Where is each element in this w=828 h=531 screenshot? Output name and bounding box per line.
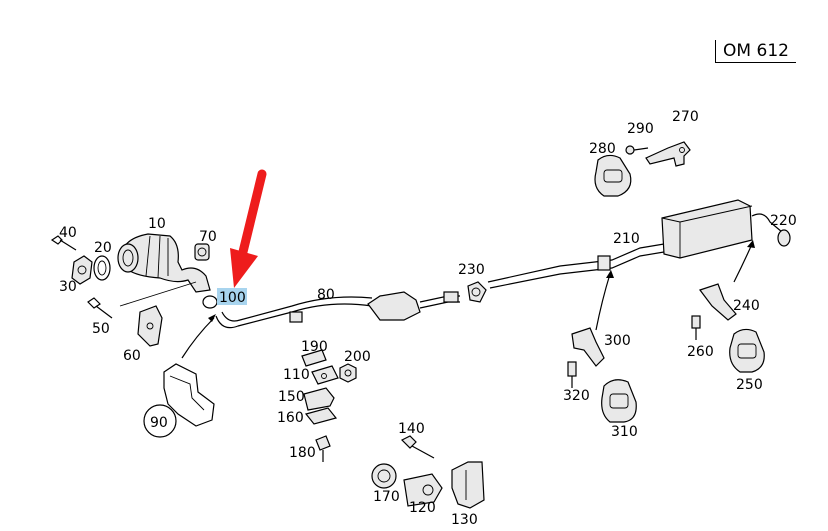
callout-10[interactable]: 10	[148, 216, 166, 232]
callout-120[interactable]: 120	[409, 500, 436, 516]
callout-100[interactable]: 100	[219, 290, 246, 306]
callout-270[interactable]: 270	[672, 109, 699, 125]
engine-model-label: OM 612	[715, 40, 796, 63]
callout-110[interactable]: 110	[283, 367, 310, 383]
callout-30[interactable]: 30	[59, 279, 77, 295]
callout-40[interactable]: 40	[59, 225, 77, 241]
callout-200[interactable]: 200	[344, 349, 371, 365]
front-exhaust-pipe-part[interactable]	[215, 291, 460, 329]
rubber-mount-310-part[interactable]	[601, 379, 637, 423]
callout-260[interactable]: 260	[687, 344, 714, 360]
bolt-50-part[interactable]	[87, 297, 113, 319]
clamp-110-part[interactable]	[311, 365, 339, 385]
callout-140[interactable]: 140	[398, 421, 425, 437]
leader-lines	[181, 240, 755, 359]
intermediate-pipe-210-part[interactable]	[487, 243, 665, 289]
rubber-mount-250-part[interactable]	[729, 328, 765, 373]
callout-190[interactable]: 190	[301, 339, 328, 355]
hanger-bracket-270-part[interactable]	[645, 141, 691, 167]
callout-60[interactable]: 60	[123, 348, 141, 364]
heat-shield-90-part[interactable]	[143, 363, 215, 438]
bracket-240-part[interactable]	[699, 283, 737, 321]
callout-220[interactable]: 220	[770, 213, 797, 229]
callout-320[interactable]: 320	[563, 388, 590, 404]
callout-130[interactable]: 130	[451, 512, 478, 528]
callout-150[interactable]: 150	[278, 389, 305, 405]
gasket-70-part[interactable]	[194, 243, 210, 261]
callout-250[interactable]: 250	[736, 377, 763, 393]
clamp-170-part[interactable]	[371, 463, 397, 489]
gasket-ring-part[interactable]	[93, 255, 111, 281]
callout-80[interactable]: 80	[317, 287, 335, 303]
callout-180[interactable]: 180	[289, 445, 316, 461]
callout-240[interactable]: 240	[733, 298, 760, 314]
pipe-connector-230-part[interactable]	[467, 281, 487, 303]
red-pointer-arrow	[230, 169, 267, 288]
callout-100-highlight	[217, 288, 247, 305]
bolt-260-part[interactable]	[691, 315, 701, 340]
nut-200-part[interactable]	[339, 363, 357, 383]
bracket-60-part[interactable]	[119, 281, 197, 347]
clamp-ring-100-part[interactable]	[202, 295, 218, 309]
bolt-290-part[interactable]	[625, 145, 649, 155]
callout-160[interactable]: 160	[277, 410, 304, 426]
clamp-150-part[interactable]	[303, 387, 335, 411]
rubber-mount-280-part[interactable]	[594, 154, 632, 197]
tail-pipe-220-part[interactable]	[751, 213, 791, 247]
bolt-180-part[interactable]	[315, 435, 331, 462]
bracket-300-part[interactable]	[571, 327, 605, 367]
flange-plate-part[interactable]	[71, 255, 93, 285]
catalytic-converter-part[interactable]	[117, 233, 211, 293]
bolt-140-part[interactable]	[400, 435, 435, 459]
bracket-130-part[interactable]	[451, 461, 485, 509]
callout-300[interactable]: 300	[604, 333, 631, 349]
callout-310[interactable]: 310	[611, 424, 638, 440]
mount-120-part[interactable]	[403, 473, 443, 507]
callout-210[interactable]: 210	[613, 231, 640, 247]
clamp-190-part[interactable]	[301, 349, 327, 367]
callout-170[interactable]: 170	[373, 489, 400, 505]
callout-90[interactable]: 90	[150, 415, 168, 431]
bolt-40-part[interactable]	[50, 235, 77, 251]
callout-280[interactable]: 280	[589, 141, 616, 157]
callout-230[interactable]: 230	[458, 262, 485, 278]
clamp-160-part[interactable]	[304, 407, 338, 425]
bolt-320-part[interactable]	[567, 361, 577, 388]
callout-70[interactable]: 70	[199, 229, 217, 245]
callout-290[interactable]: 290	[627, 121, 654, 137]
callout-50[interactable]: 50	[92, 321, 110, 337]
rear-muffler-part[interactable]	[661, 199, 753, 259]
callout-20[interactable]: 20	[94, 240, 112, 256]
